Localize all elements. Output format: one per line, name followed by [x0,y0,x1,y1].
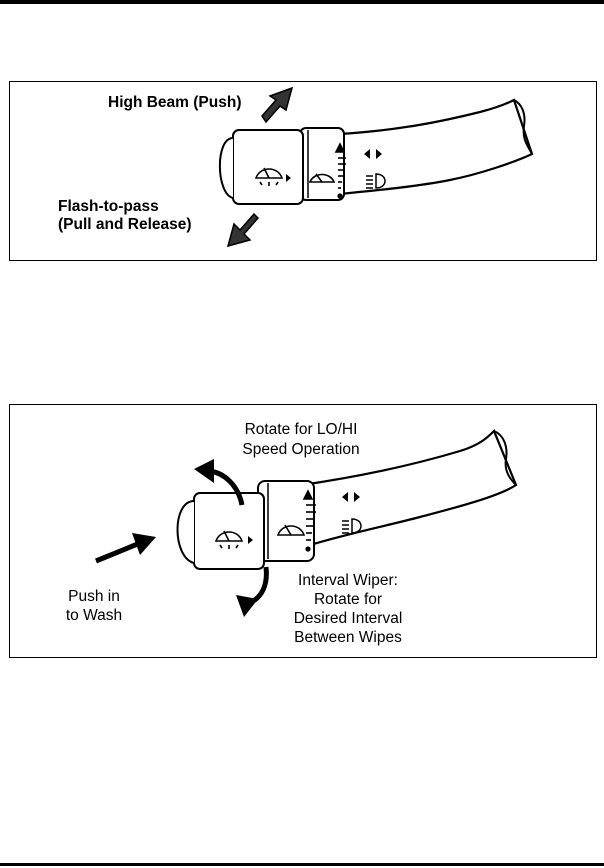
front-wiper-washer-icon [254,167,284,186]
stalk-drawing-2 [95,429,518,617]
wiper-icon [308,173,336,183]
stalk-tip-2 [176,500,195,564]
washer-ring [232,129,304,205]
interval-scale [334,142,346,199]
push-arrow-icon [261,86,294,124]
push-label-line1: Push in [68,588,120,605]
pointer-icon [286,174,291,182]
front-wiper-washer-icon [214,530,244,549]
wiper-icon [276,524,306,536]
interval-arrow-icon [236,566,269,617]
push-label-line2: to Wash [65,607,123,624]
pull-arrow-icon [226,212,260,248]
interval-label-line2: Rotate for [313,591,383,608]
high-beam-illustration: High Beam (Push) Flash-to-pass (Pull and… [9,81,597,261]
stalk-collar [299,127,345,201]
rotate-label-line1: Rotate for LO/HI [244,421,358,438]
bottom-rule [0,863,604,866]
push-in-arrow-icon [95,533,156,564]
headlamp-high-beam-icon [342,518,362,534]
interval-label-line3: Desired Interval [293,610,403,627]
stalk-drawing [218,86,534,248]
wiper-control-illustration: Rotate for LO/HI Speed Operation Push in… [9,404,597,658]
high-beam-label: High Beam (Push) [108,94,242,111]
headlamp-high-beam-icon [366,173,386,189]
turn-signal-icon [342,492,360,502]
interval-scale-2 [302,489,316,552]
rotate-arrow-icon [194,459,245,506]
turn-signal-icon [364,149,382,159]
flash-to-pass-label-line2: (Pull and Release) [58,216,192,233]
flash-to-pass-label-line1: Flash-to-pass [58,198,159,215]
top-rule [0,0,604,4]
interval-label-line1: Interval Wiper: [298,572,398,589]
rotate-label-line2: Speed Operation [242,441,360,458]
interval-label-line4: Between Wipes [294,629,402,646]
pointer-icon [248,536,253,544]
washer-ring-2 [193,492,265,570]
stalk-tip [218,137,234,199]
